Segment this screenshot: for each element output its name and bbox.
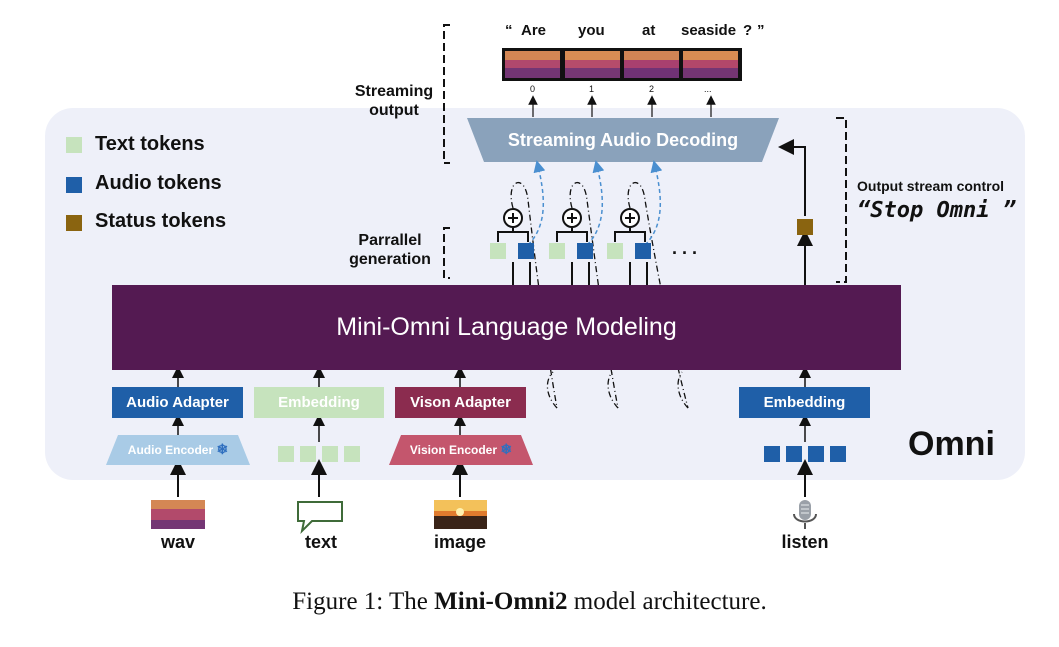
streaming-output-bracket xyxy=(443,24,450,164)
snowflake-icon: ❄ xyxy=(500,441,513,457)
legend-status-tokens: Status tokens xyxy=(95,210,227,232)
chunk-index: ... xyxy=(704,84,712,94)
sunset-image-icon xyxy=(434,500,487,529)
text-token xyxy=(344,446,360,462)
audio-token-swatch xyxy=(66,177,82,193)
transcript-word-2: you xyxy=(578,22,605,39)
ellipsis: . . . xyxy=(672,238,698,258)
audio-adapter: Audio Adapter xyxy=(112,387,243,418)
figure-caption: Figure 1: The Mini-Omni2 model architect… xyxy=(0,588,1059,616)
status-token-swatch xyxy=(66,215,82,231)
status-token xyxy=(797,219,813,235)
chunk-index: 2 xyxy=(649,84,655,94)
microphone-icon xyxy=(793,500,817,529)
transcript-close-quote: ” xyxy=(757,22,765,39)
listen-embedding: Embedding xyxy=(739,387,870,418)
plus-combine-group-1 xyxy=(497,208,531,285)
parallel-generation-label: Parrallel generation xyxy=(349,232,431,269)
parallel-bracket xyxy=(443,227,450,279)
transcript-open-quote: “ xyxy=(505,22,513,39)
input-wav-label: wav xyxy=(160,532,196,552)
speech-bubble-icon xyxy=(297,501,343,535)
streaming-decoder-label: Streaming Audio Decoding xyxy=(507,129,739,150)
vision-encoder-label: Vision Encoder xyxy=(409,443,498,457)
audio-token xyxy=(577,243,593,259)
audio-encoder-shape xyxy=(106,435,250,465)
output-spectrogram xyxy=(502,48,742,81)
audio-token xyxy=(808,446,824,462)
output-control-bracket xyxy=(836,117,847,283)
text-token xyxy=(607,243,623,259)
transcript-word-3: at xyxy=(642,22,656,39)
transcript-word-4: seaside xyxy=(681,22,737,39)
language-model-block: Mini-Omni Language Modeling xyxy=(112,285,901,370)
input-image-label: image xyxy=(433,532,487,552)
output-control-label: Output stream control xyxy=(857,178,1005,194)
text-token xyxy=(300,446,316,462)
omni-label: Omni xyxy=(908,425,995,463)
text-embedding: Embedding xyxy=(254,387,384,418)
chunk-index: 1 xyxy=(589,84,595,94)
plus-combine-group-2 xyxy=(556,208,590,285)
caption-suffix: model architecture. xyxy=(567,588,767,615)
input-text-label: text xyxy=(304,532,337,552)
legend-text-tokens: Text tokens xyxy=(95,133,205,155)
vision-encoder: Vision Encoder ❄ xyxy=(395,441,527,458)
plus-combine-group-3 xyxy=(614,208,648,285)
input-listen-label: listen xyxy=(781,532,829,552)
caption-model-name: Mini-Omni2 xyxy=(434,588,568,615)
audio-token xyxy=(518,243,534,259)
audio-token xyxy=(764,446,780,462)
audio-token xyxy=(830,446,846,462)
chunk-index: 0 xyxy=(530,84,536,94)
vision-adapter: Vison Adapter xyxy=(395,387,526,418)
text-token xyxy=(549,243,565,259)
caption-prefix: Figure 1: The xyxy=(292,588,435,615)
text-token xyxy=(278,446,294,462)
stop-omni-label: “Stop Omni ” xyxy=(857,198,1016,223)
transcript-word-5: ? xyxy=(743,22,753,39)
transcript-word-1: Are xyxy=(521,22,547,39)
audio-encoder: Audio Encoder ❄ xyxy=(112,441,244,458)
audio-token xyxy=(635,243,651,259)
streaming-decoder-shape xyxy=(467,118,779,162)
streaming-output-label: Streaming output xyxy=(354,83,434,120)
text-token xyxy=(322,446,338,462)
legend-audio-tokens: Audio tokens xyxy=(95,172,222,194)
vision-encoder-shape xyxy=(389,435,533,465)
snowflake-icon: ❄ xyxy=(216,441,229,457)
audio-token xyxy=(786,446,802,462)
audio-encoder-label: Audio Encoder xyxy=(127,443,214,457)
text-token-swatch xyxy=(66,137,82,153)
text-token xyxy=(490,243,506,259)
wav-icon xyxy=(151,500,205,529)
